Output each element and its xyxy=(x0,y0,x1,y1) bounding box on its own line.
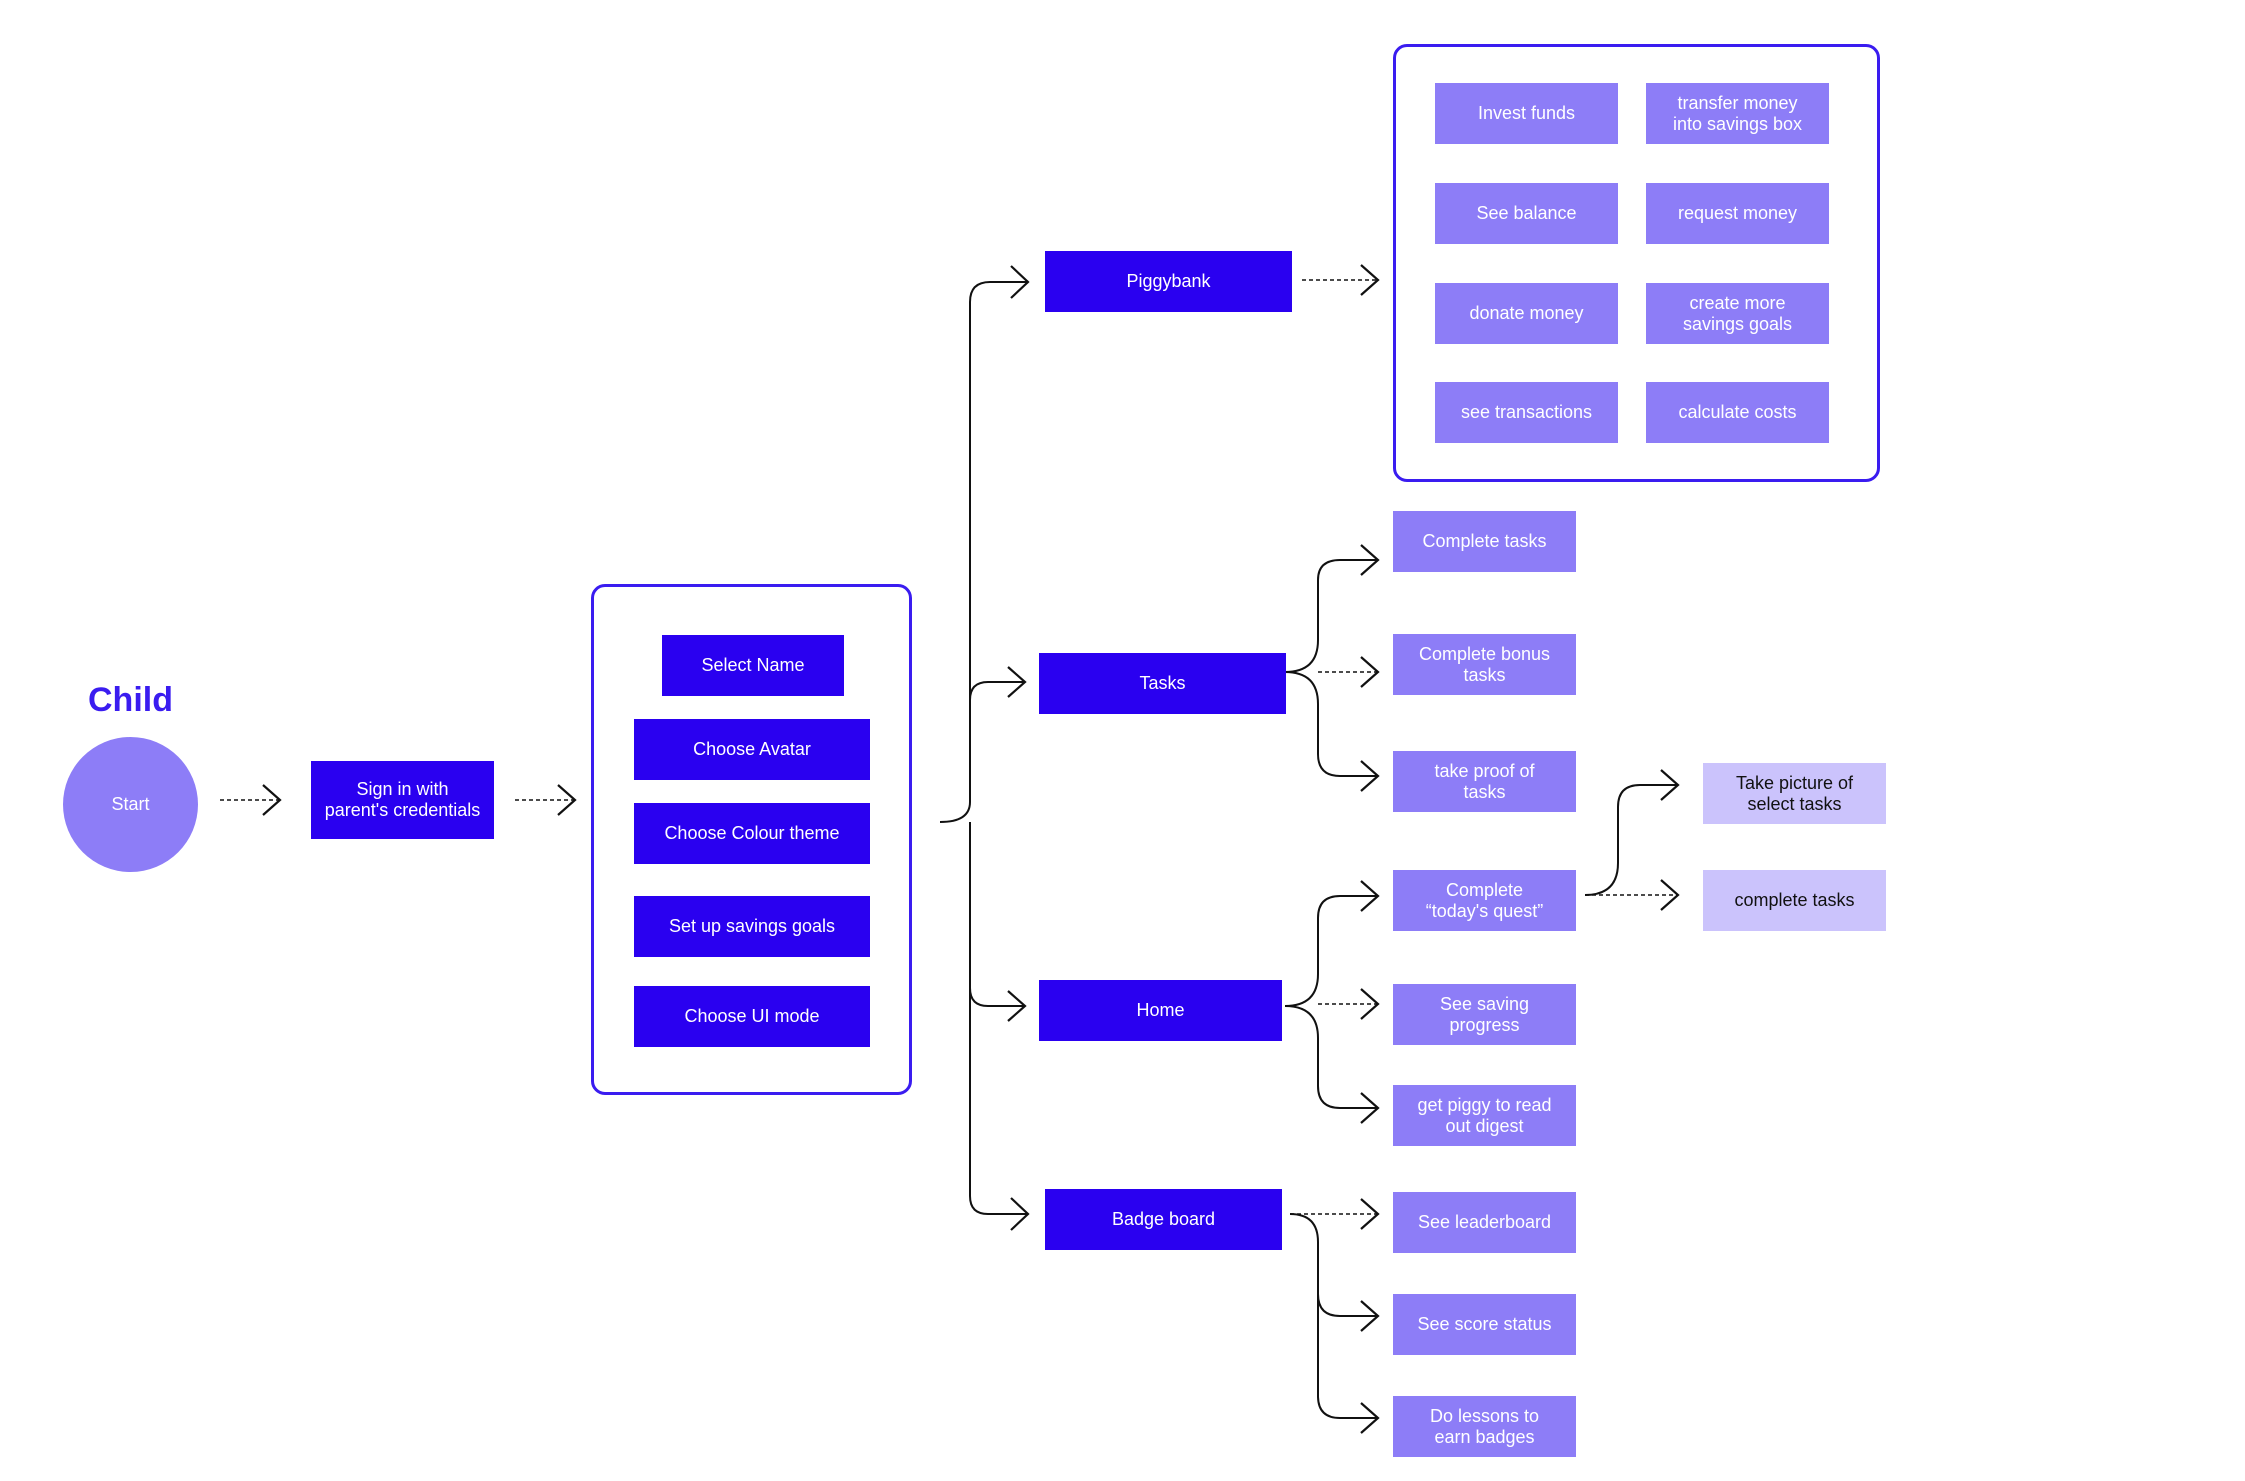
edge-home-digest xyxy=(1284,1005,1378,1109)
piggybank-calculate-costs[interactable]: calculate costs xyxy=(1646,382,1829,443)
tasks-complete-bonus[interactable]: Complete bonus tasks xyxy=(1393,634,1576,695)
arrowhead xyxy=(1360,656,1380,688)
piggybank-create-savings-goals[interactable]: create more savings goals xyxy=(1646,283,1829,344)
section-home[interactable]: Home xyxy=(1039,980,1282,1041)
arrowhead xyxy=(1007,990,1027,1022)
edge-tasks-complete xyxy=(1284,559,1378,673)
tasks-complete-tasks[interactable]: Complete tasks xyxy=(1393,511,1576,572)
piggybank-transfer-money[interactable]: transfer money into savings box xyxy=(1646,83,1829,144)
edge-trunk-home xyxy=(969,822,1025,1007)
setup-choose-avatar[interactable]: Choose Avatar xyxy=(634,719,870,780)
arrowhead xyxy=(262,784,282,816)
tasks-take-proof[interactable]: take proof of tasks xyxy=(1393,751,1576,812)
arrowhead xyxy=(1360,544,1380,576)
piggybank-see-balance[interactable]: See balance xyxy=(1435,183,1618,244)
arrowhead xyxy=(1360,1300,1380,1332)
arrowhead xyxy=(1660,769,1680,801)
section-badge-board[interactable]: Badge board xyxy=(1045,1189,1282,1250)
edge-tasks-proof xyxy=(1284,671,1378,777)
arrowhead xyxy=(1360,1092,1380,1124)
arrowhead xyxy=(1010,265,1030,299)
home-saving-progress[interactable]: See saving progress xyxy=(1393,984,1576,1045)
arrowhead xyxy=(1360,760,1380,792)
setup-colour-theme[interactable]: Choose Colour theme xyxy=(634,803,870,864)
edge-setup-trunk xyxy=(939,281,1028,823)
piggybank-request-money[interactable]: request money xyxy=(1646,183,1829,244)
badge-do-lessons[interactable]: Do lessons to earn badges xyxy=(1393,1396,1576,1457)
arrowhead xyxy=(1360,1198,1380,1230)
setup-savings-goals[interactable]: Set up savings goals xyxy=(634,896,870,957)
edge-badge-score xyxy=(1289,1213,1378,1317)
arrowhead xyxy=(1360,1402,1380,1434)
setup-select-name[interactable]: Select Name xyxy=(662,635,844,696)
arrowhead xyxy=(1010,1197,1030,1231)
arrowhead xyxy=(1360,988,1380,1020)
arrowhead xyxy=(557,784,577,816)
quest-take-picture[interactable]: Take picture of select tasks xyxy=(1703,763,1886,824)
section-piggybank[interactable]: Piggybank xyxy=(1045,251,1292,312)
badge-see-leaderboard[interactable]: See leaderboard xyxy=(1393,1192,1576,1253)
setup-ui-mode[interactable]: Choose UI mode xyxy=(634,986,870,1047)
arrowhead xyxy=(1007,666,1027,698)
sign-in-node[interactable]: Sign in with parent's credentials xyxy=(311,761,494,839)
badge-score-status[interactable]: See score status xyxy=(1393,1294,1576,1355)
edge-trunk-badge xyxy=(969,988,1028,1215)
quest-complete-tasks[interactable]: complete tasks xyxy=(1703,870,1886,931)
section-tasks[interactable]: Tasks xyxy=(1039,653,1286,714)
edge-badge-lessons xyxy=(1317,1290,1378,1419)
home-todays-quest[interactable]: Complete “today's quest” xyxy=(1393,870,1576,931)
page-title: Child xyxy=(88,681,173,719)
arrowhead xyxy=(1360,880,1380,912)
piggybank-donate-money[interactable]: donate money xyxy=(1435,283,1618,344)
piggybank-invest-funds[interactable]: Invest funds xyxy=(1435,83,1618,144)
start-node[interactable]: Start xyxy=(63,737,198,872)
arrowhead xyxy=(1360,264,1380,296)
edge-home-quest xyxy=(1284,895,1378,1007)
edge-quest-picture xyxy=(1584,784,1678,896)
arrowhead xyxy=(1660,879,1680,911)
home-read-digest[interactable]: get piggy to read out digest xyxy=(1393,1085,1576,1146)
piggybank-see-transactions[interactable]: see transactions xyxy=(1435,382,1618,443)
edge-trunk-tasks xyxy=(969,681,1025,701)
